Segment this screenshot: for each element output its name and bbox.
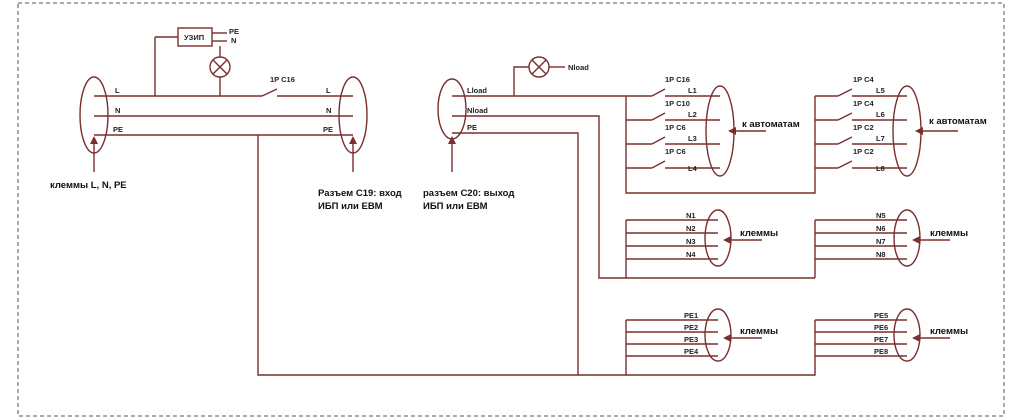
out-pe6-label: PE6 [874,323,888,332]
c20-connector [437,78,467,140]
lamp-cross-2 [212,59,228,75]
nload-lamp-wire [513,66,529,96]
out-l8-label: L8 [876,164,885,173]
c19-caption-2: ИБП или ЕВМ [318,201,383,212]
pe-bus-1 [625,320,816,376]
out-n7-label: N7 [876,237,886,246]
in-pe-label: PE [113,125,123,134]
out-pe5-label: PE5 [874,311,888,320]
out-l1-label: L1 [688,86,697,95]
c20-nload-label: Nload [467,106,488,115]
out-n5-label: N5 [876,211,886,220]
out-l5-label: L5 [876,86,885,95]
breaker-3-label: 1P C6 [665,123,686,132]
out-l4-label: L4 [688,164,698,173]
in-n-label: N [115,106,120,115]
breaker-2-contact [651,112,666,121]
l-block-1: 1P C16 L1 1P C10 L2 1P C6 L3 1P C6 L4 к … [625,75,816,194]
output-section: Nload Lload Nload PE разъем С20: выход И… [423,56,815,375]
uzip-n-label: N [231,36,236,45]
wire-nload [452,115,815,279]
pe-terminal-block-2 [893,308,921,362]
l-bus-1 [625,96,816,194]
c19-n-label: N [326,106,331,115]
breaker-5-contact [837,88,853,97]
c20-pe-label: PE [467,123,477,132]
out-pe4-label: PE4 [684,347,699,356]
out-l3-label: L3 [688,134,697,143]
input-terminals-caption: клеммы L, N, PE [50,180,127,191]
breaker-6-label: 1P C4 [853,99,875,108]
pe-terminal-block-1 [704,308,732,362]
c20-lload-label: Lload [467,86,487,95]
terminals-pe-caption-1: клеммы [740,326,778,337]
out-l6-label: L6 [876,110,885,119]
breaker-8-contact [837,160,853,169]
n-block-2: N5 N6 N7 N8 клеммы [814,209,968,278]
l-terminal-block-1 [705,85,735,177]
l-block-2: 1P C4 L5 1P C4 L6 1P C2 L7 1P C2 L8 к ав… [815,75,987,177]
pe-block-2: PE5 PE6 PE7 PE8 клеммы [815,308,968,362]
c19-caption-1: Разъем С19: вход [318,188,402,199]
wire-c20-pe [452,132,579,375]
breaker-6-contact [837,112,853,121]
out-pe3-label: PE3 [684,335,698,344]
breaker-2-label: 1P C10 [665,99,690,108]
out-pe8-label: PE8 [874,347,888,356]
c20-caption-2: ИБП или ЕВМ [423,201,488,212]
n-terminal-block-1 [704,209,732,267]
nload-lamp-label: Nload [568,63,589,72]
out-pe2-label: PE2 [684,323,698,332]
c19-pe-label: PE [323,125,333,134]
pe-return-wire [257,135,626,376]
uzip-pe-label: PE [229,27,239,36]
uzip-box [177,27,213,47]
out-n8-label: N8 [876,250,886,259]
out-l7-label: L7 [876,134,885,143]
out-n4-label: N4 [686,250,696,259]
breaker-7-contact [837,136,853,145]
breaker-4-contact [651,160,666,169]
out-n2-label: N2 [686,224,696,233]
nload-lamp-cross-2 [531,59,547,75]
out-n6-label: N6 [876,224,886,233]
to-breakers-caption-2: к автоматам [929,116,987,127]
breaker-7-label: 1P C2 [853,123,874,132]
breaker-3-contact [651,136,666,145]
c20-caption-1: разъем С20: выход [423,188,514,199]
breaker-5-label: 1P C4 [853,75,875,84]
terminals-n-caption-2: клеммы [930,228,968,239]
n-block-1: N1 N2 N3 N4 клеммы [625,209,778,278]
breaker-main-contact [261,88,278,97]
out-n1-label: N1 [686,211,696,220]
uzip-label: УЗИП [184,33,204,42]
breaker-main-label: 1P C16 [270,75,295,84]
in-l-label: L [115,86,120,95]
c19-l-label: L [326,86,331,95]
breaker-1-label: 1P C16 [665,75,690,84]
out-n3-label: N3 [686,237,696,246]
l-terminal-block-2 [892,85,922,177]
out-l2-label: L2 [688,110,697,119]
input-section: L N PE 1P C16 L N PE УЗИП PE N клеммы L,… [50,27,626,376]
breaker-4-label: 1P C6 [665,147,686,156]
terminals-pe-caption-2: клеммы [930,326,968,337]
breaker-1-contact [651,88,666,97]
n-terminal-block-2 [893,209,921,267]
to-breakers-caption-1: к автоматам [742,119,800,130]
terminals-n-caption-1: клеммы [740,228,778,239]
diagram-border [17,2,1005,417]
out-pe7-label: PE7 [874,335,888,344]
out-pe1-label: PE1 [684,311,698,320]
breaker-8-label: 1P C2 [853,147,874,156]
pe-block-1: PE1 PE2 PE3 PE4 клеммы [625,308,816,376]
